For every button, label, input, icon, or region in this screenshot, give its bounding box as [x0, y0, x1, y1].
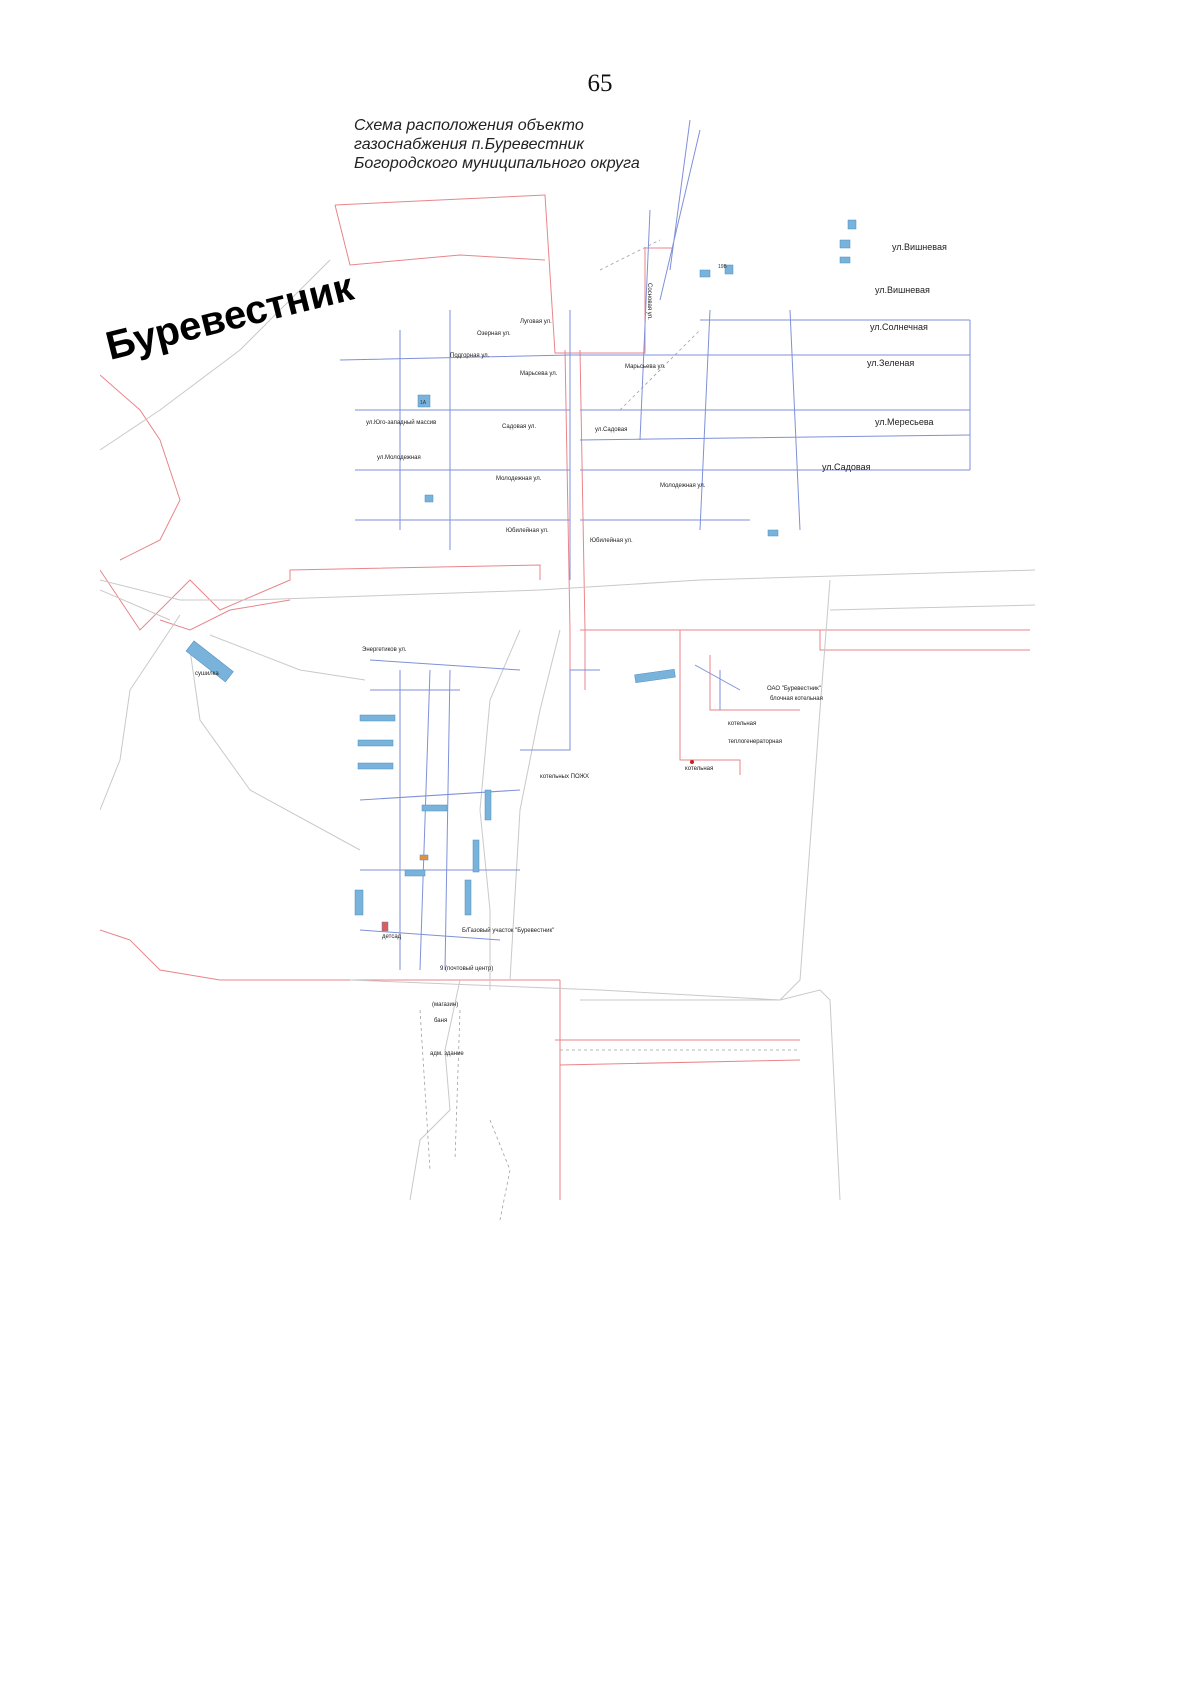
object-label: блочная котельная: [770, 696, 823, 702]
building-number: 1А: [420, 400, 427, 406]
street-label: Марьсева ул.: [520, 371, 558, 377]
street-label: Молодежная ул.: [660, 483, 706, 489]
object-label: ОАО "Буревестник": [767, 686, 821, 692]
street-label: ул.Садовая: [595, 427, 627, 433]
object-label: сушилка: [195, 671, 219, 677]
object-label: котельных ПОЖХ: [540, 774, 589, 780]
street-label: Энергетиков ул.: [362, 647, 407, 653]
buildings: [185, 219, 857, 932]
object-label: баня: [434, 1018, 447, 1024]
settlement-name: Буревестник: [102, 265, 359, 369]
street-label: ул.Вишневая: [892, 242, 947, 252]
street-label: Молодежная ул.: [496, 476, 542, 482]
street-label: ул.Мересьева: [875, 417, 934, 427]
building-number: 19Б: [718, 264, 728, 270]
street-label: ул.Вишневая: [875, 285, 930, 295]
map-title-line-3: Богородского муниципального округа: [354, 155, 640, 172]
page-number: 65: [587, 70, 613, 97]
object-label: детсад: [382, 934, 402, 940]
street-label: Садовая ул.: [502, 424, 536, 430]
street-label: Марьсьева ул.: [625, 364, 666, 370]
object-label: котельная: [728, 721, 756, 727]
object-label: теплогенераторная: [728, 739, 782, 745]
gas-supply-map[interactable]: Схема расположения объекто газоснабжения…: [100, 110, 1125, 1320]
street-label: ул.Солнечная: [870, 322, 928, 332]
object-label: (магазин): [432, 1002, 458, 1008]
boiler-marker: [690, 760, 694, 764]
boundary-lines: [100, 194, 1030, 1200]
street-label: Озерная ул.: [477, 331, 511, 337]
street-label: Подгорная ул.: [450, 353, 490, 359]
street-label: Юбилейная ул.: [506, 527, 549, 534]
map-title-line-2: газоснабжения п.Буревестник: [354, 136, 585, 153]
object-label: 9 (почтовый центр): [440, 965, 493, 972]
street-label: Луговая ул.: [520, 319, 552, 325]
gas-pipelines: [339, 119, 971, 1221]
map-canvas: Схема расположения объекто газоснабжения…: [100, 117, 1036, 1221]
street-label: ул.Молодежная: [377, 455, 421, 461]
object-label: адм. здание: [430, 1051, 464, 1057]
street-label: ул.Зеленая: [867, 358, 914, 368]
street-label: ул.Юго-западный массив: [366, 419, 436, 426]
road-lines: [100, 259, 1036, 1201]
street-label: Сосновая ул.: [646, 283, 652, 320]
object-label: котельная: [685, 766, 713, 772]
object-label: Б/Газовый участок "Буревестник": [462, 927, 554, 934]
street-label: Юбилейная ул.: [590, 537, 633, 544]
street-label: ул.Садовая: [822, 462, 871, 472]
map-title-line-1: Схема расположения объекто: [354, 117, 584, 134]
